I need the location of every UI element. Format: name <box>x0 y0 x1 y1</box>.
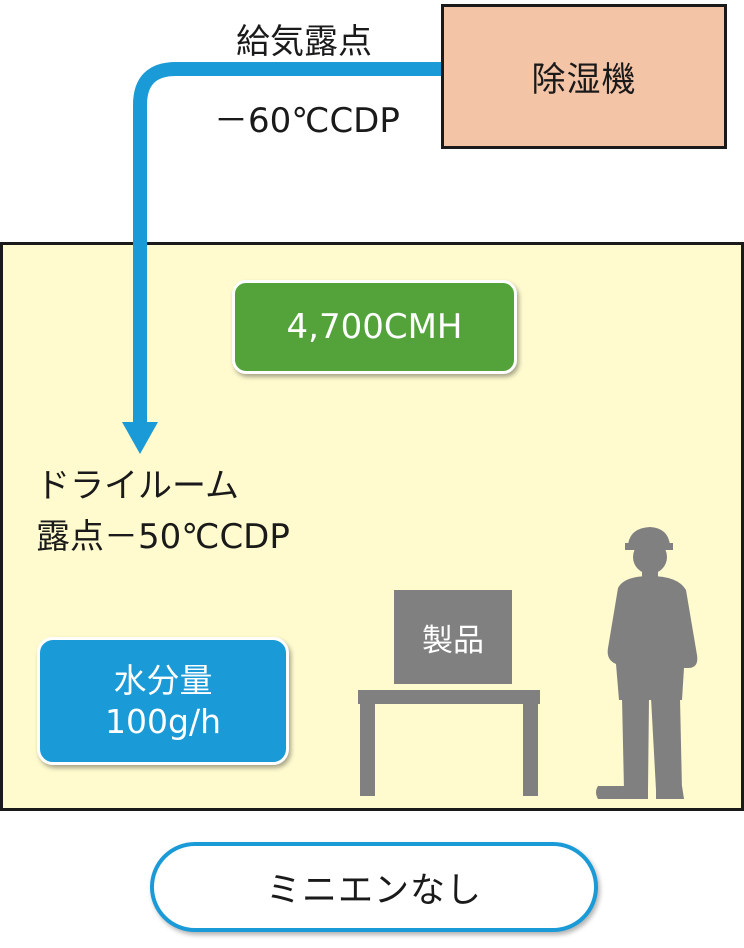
arrow-down-icon <box>122 422 158 454</box>
mini-environment-label: ミニエンなし <box>265 870 482 911</box>
mini-environment-pill: ミニエンなし <box>150 842 598 932</box>
worker-silhouette-icon <box>596 527 698 799</box>
moisture-value: 100g/h <box>105 702 221 741</box>
dehumidifier-label: 除湿機 <box>531 60 637 100</box>
airflow-value: 4,700CMH <box>286 307 463 347</box>
dehumidifier-unit: 除湿機 <box>441 4 727 149</box>
supply-dewpoint-value: －60℃CDP <box>214 101 400 141</box>
product-box: 製品 <box>394 590 512 684</box>
airflow-badge: 4,700CMH <box>232 280 517 374</box>
moisture-label: 水分量 <box>113 660 213 700</box>
moisture-badge: 水分量 100g/h <box>37 637 289 765</box>
table-icon <box>358 690 540 796</box>
supply-air-duct <box>133 62 441 426</box>
product-label: 製品 <box>422 622 484 659</box>
supply-dewpoint-label: 給気露点 <box>236 22 372 62</box>
dry-room-dewpoint: 露点－50℃CDP <box>36 517 290 557</box>
dry-room-label: ドライルーム <box>36 466 239 506</box>
